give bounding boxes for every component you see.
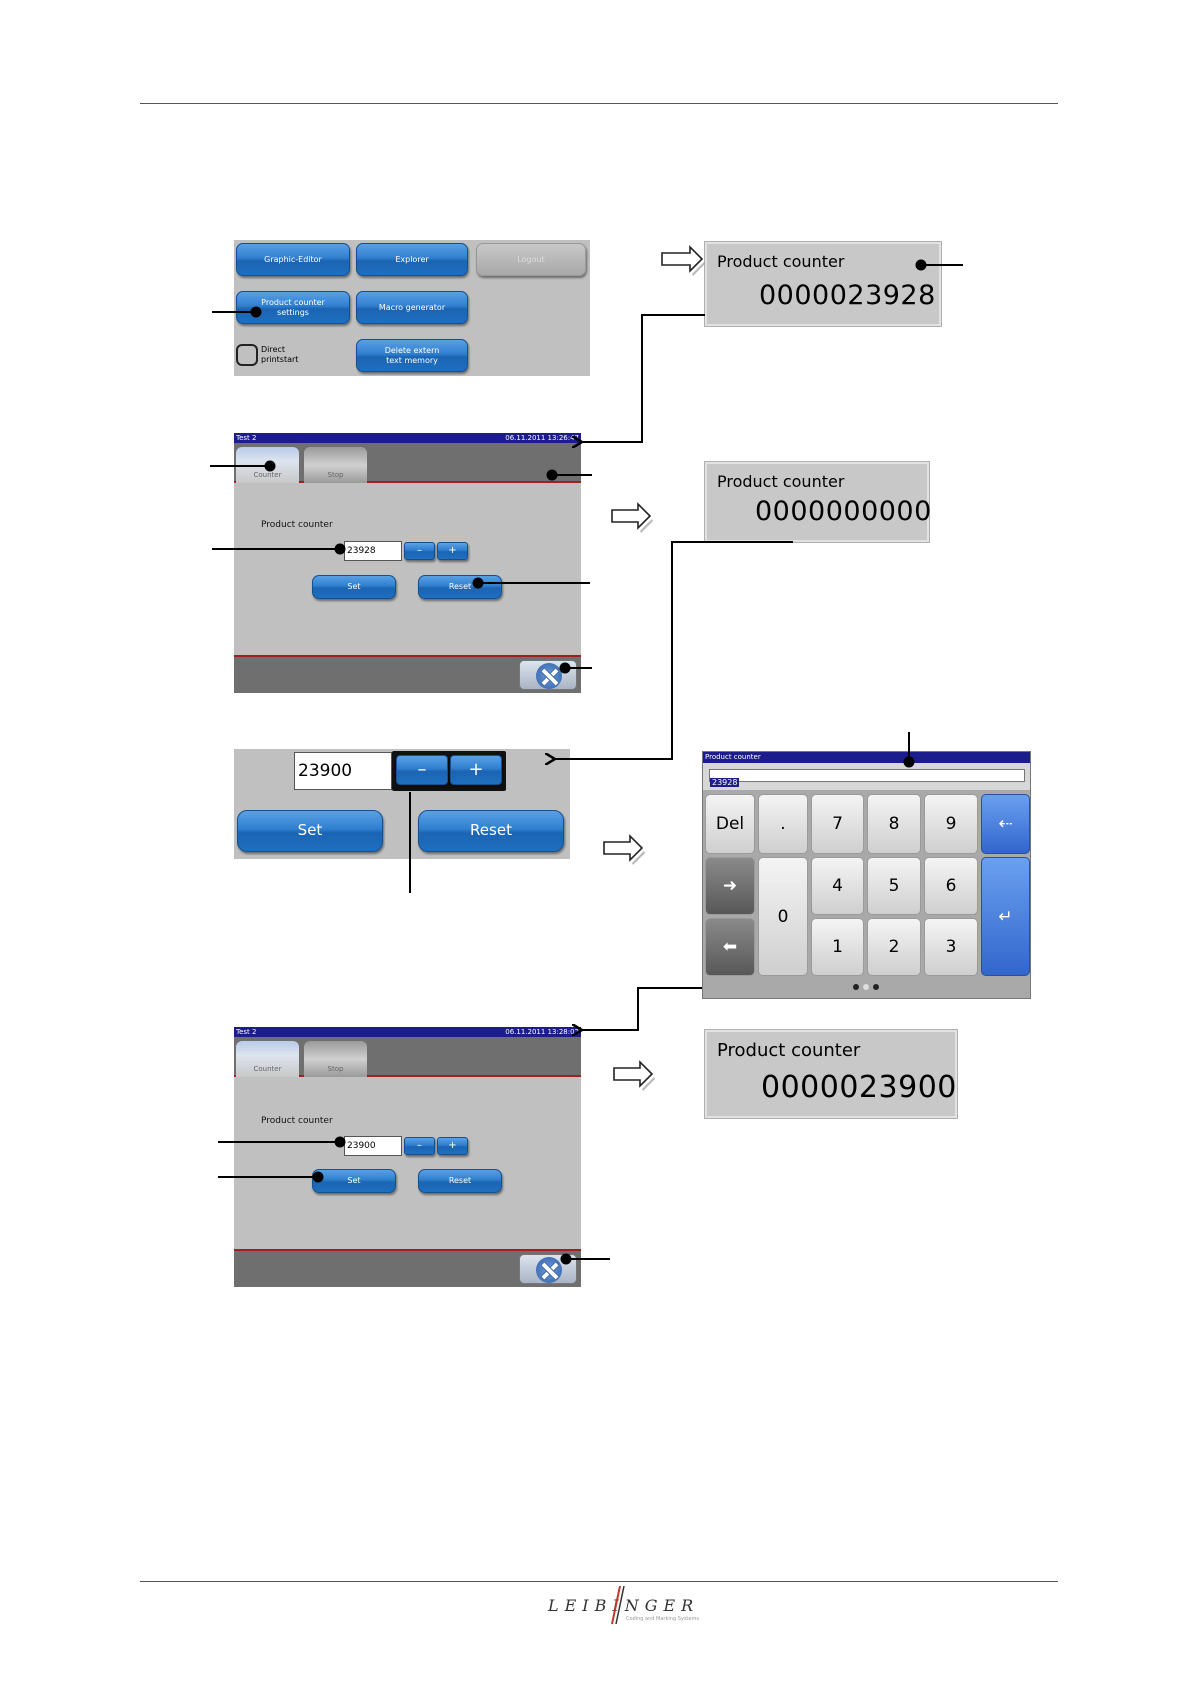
arrow-right-icon: ➜ bbox=[722, 876, 738, 896]
delete-extern-line1: Delete extern bbox=[384, 346, 440, 356]
product-counter-settings-line2: settings bbox=[277, 307, 309, 317]
key-0[interactable]: 0 bbox=[758, 857, 808, 976]
dialog-2-counter-input[interactable]: 23900 bbox=[344, 1136, 402, 1156]
product-counter-settings-line1: Product counter bbox=[261, 298, 325, 308]
key-del[interactable]: Del bbox=[705, 794, 755, 854]
direct-printstart-line2: printstart bbox=[261, 355, 299, 364]
counter-display-3: Product counter 0000023900 bbox=[704, 1029, 958, 1119]
keypad-titlebar: Product counter bbox=[703, 752, 1030, 763]
dialog-2-minus-button[interactable]: – bbox=[404, 1137, 435, 1155]
keypad-input[interactable]: 23928 bbox=[709, 769, 1025, 787]
close-icon bbox=[536, 1257, 562, 1283]
key-cursor-left[interactable]: ⬅ bbox=[705, 918, 755, 976]
dialog-1-reset-button[interactable]: Reset bbox=[418, 575, 502, 599]
tab-counter[interactable]: Counter bbox=[236, 447, 299, 483]
counter-display-2-title: Product counter bbox=[717, 472, 845, 491]
key-5[interactable]: 5 bbox=[867, 857, 921, 915]
dialog-2-footbar bbox=[234, 1249, 581, 1287]
dialog-1-close-button[interactable] bbox=[519, 660, 577, 690]
footer-rule bbox=[140, 1581, 1058, 1582]
dialog-1-plus-button[interactable]: + bbox=[437, 542, 468, 560]
dialog-1-counter-input[interactable]: 23928 bbox=[344, 541, 402, 561]
dialog-1-field-label: Product counter bbox=[261, 520, 333, 530]
keypad-dialog: Product counter 23928 Del . 7 8 9 ⇠ ➜ 0 … bbox=[702, 751, 1031, 999]
zoom-set-button[interactable]: Set bbox=[237, 810, 383, 852]
key-2[interactable]: 2 bbox=[867, 918, 921, 976]
dialog-1-titlebar: Test 2 06.11.2011 13:26:47 bbox=[234, 433, 581, 443]
zoom-panel: 23900 – + Set Reset bbox=[234, 749, 570, 859]
counter-display-2: Product counter 0000000000 bbox=[704, 461, 932, 543]
tab-counter[interactable]: Counter bbox=[236, 1041, 299, 1077]
direct-printstart-checkbox[interactable] bbox=[236, 344, 258, 366]
leibinger-logo: LEIBINGER Coding and Marking Systems bbox=[548, 1586, 718, 1626]
counter-display-3-title: Product counter bbox=[717, 1040, 861, 1061]
dialog-1-minus-button[interactable]: – bbox=[404, 542, 435, 560]
dialog-1-footbar bbox=[234, 655, 581, 693]
dialog-2-reset-button[interactable]: Reset bbox=[418, 1169, 502, 1193]
key-1[interactable]: 1 bbox=[811, 918, 864, 976]
page-dot-icon bbox=[863, 984, 869, 990]
dialog-2-close-button[interactable] bbox=[519, 1254, 577, 1284]
counter-dialog-1: Test 2 06.11.2011 13:26:47 Counter Stop … bbox=[234, 433, 581, 693]
explorer-button[interactable]: Explorer bbox=[356, 243, 468, 276]
counter-dialog-2: Test 2 06.11.2011 13:28:02 Counter Stop … bbox=[234, 1027, 581, 1287]
zoom-reset-button[interactable]: Reset bbox=[418, 810, 564, 852]
dialog-1-tabstrip: Counter Stop bbox=[234, 443, 581, 483]
direct-printstart-line1: Direct bbox=[261, 345, 285, 354]
zoom-plus-button[interactable]: + bbox=[450, 755, 502, 785]
key-backspace[interactable]: ⇠ bbox=[981, 794, 1030, 854]
zoom-counter-input[interactable]: 23900 bbox=[294, 752, 392, 790]
dialog-1-datetime: 06.11.2011 13:26:47 bbox=[505, 434, 579, 442]
page-dot-icon bbox=[853, 984, 859, 990]
dialog-2-tabstrip: Counter Stop bbox=[234, 1037, 581, 1077]
counter-display-1-title: Product counter bbox=[717, 252, 845, 271]
key-7[interactable]: 7 bbox=[811, 794, 864, 854]
menu-panel: Graphic-Editor Explorer Logout Product c… bbox=[234, 240, 590, 376]
dialog-1-set-button[interactable]: Set bbox=[312, 575, 396, 599]
product-counter-settings-button[interactable]: Product counter settings bbox=[236, 291, 350, 324]
counter-display-1: Product counter 0000023928 bbox=[704, 241, 942, 327]
key-cursor-right[interactable]: ➜ bbox=[705, 857, 755, 915]
arrow-left-icon: ⬅ bbox=[722, 937, 738, 957]
key-8[interactable]: 8 bbox=[867, 794, 921, 854]
key-dot[interactable]: . bbox=[758, 794, 808, 854]
key-9[interactable]: 9 bbox=[924, 794, 978, 854]
counter-display-2-value: 0000000000 bbox=[755, 496, 932, 527]
zoom-minus-button[interactable]: – bbox=[396, 755, 448, 785]
macro-generator-button[interactable]: Macro generator bbox=[356, 291, 468, 324]
dialog-2-set-button[interactable]: Set bbox=[312, 1169, 396, 1193]
key-enter[interactable]: ↵ bbox=[981, 857, 1030, 976]
delete-extern-text-memory-button[interactable]: Delete extern text memory bbox=[356, 339, 468, 372]
dialog-2-field-label: Product counter bbox=[261, 1116, 333, 1126]
transition-arrow-icon bbox=[603, 245, 704, 1088]
logo-tagline: Coding and Marking Systems bbox=[626, 1616, 699, 1622]
key-6[interactable]: 6 bbox=[924, 857, 978, 915]
enter-icon: ↵ bbox=[998, 906, 1013, 927]
dialog-2-titlebar: Test 2 06.11.2011 13:28:02 bbox=[234, 1027, 581, 1037]
dialog-1-title: Test 2 bbox=[236, 434, 257, 442]
graphic-editor-button[interactable]: Graphic-Editor bbox=[236, 243, 350, 276]
tab-stop[interactable]: Stop bbox=[304, 1041, 367, 1077]
counter-display-3-value: 0000023900 bbox=[761, 1070, 957, 1105]
delete-extern-line2: text memory bbox=[386, 355, 438, 365]
page-dot-icon bbox=[873, 984, 879, 990]
key-3[interactable]: 3 bbox=[924, 918, 978, 976]
logout-button[interactable]: Logout bbox=[476, 243, 586, 276]
tab-stop[interactable]: Stop bbox=[304, 447, 367, 483]
dialog-2-plus-button[interactable]: + bbox=[437, 1137, 468, 1155]
keypad-input-selected: 23928 bbox=[710, 778, 740, 787]
direct-printstart-label: Direct printstart bbox=[261, 345, 298, 365]
counter-display-1-value: 0000023928 bbox=[759, 280, 936, 311]
dialog-2-datetime: 06.11.2011 13:28:02 bbox=[505, 1028, 579, 1036]
backspace-icon: ⇠ bbox=[998, 814, 1013, 834]
key-4[interactable]: 4 bbox=[811, 857, 864, 915]
logo-mark-icon bbox=[611, 1586, 625, 1625]
dialog-2-title: Test 2 bbox=[236, 1028, 257, 1036]
header-rule bbox=[140, 103, 1058, 104]
keypad-page-dots bbox=[853, 983, 883, 991]
close-icon bbox=[536, 663, 562, 689]
